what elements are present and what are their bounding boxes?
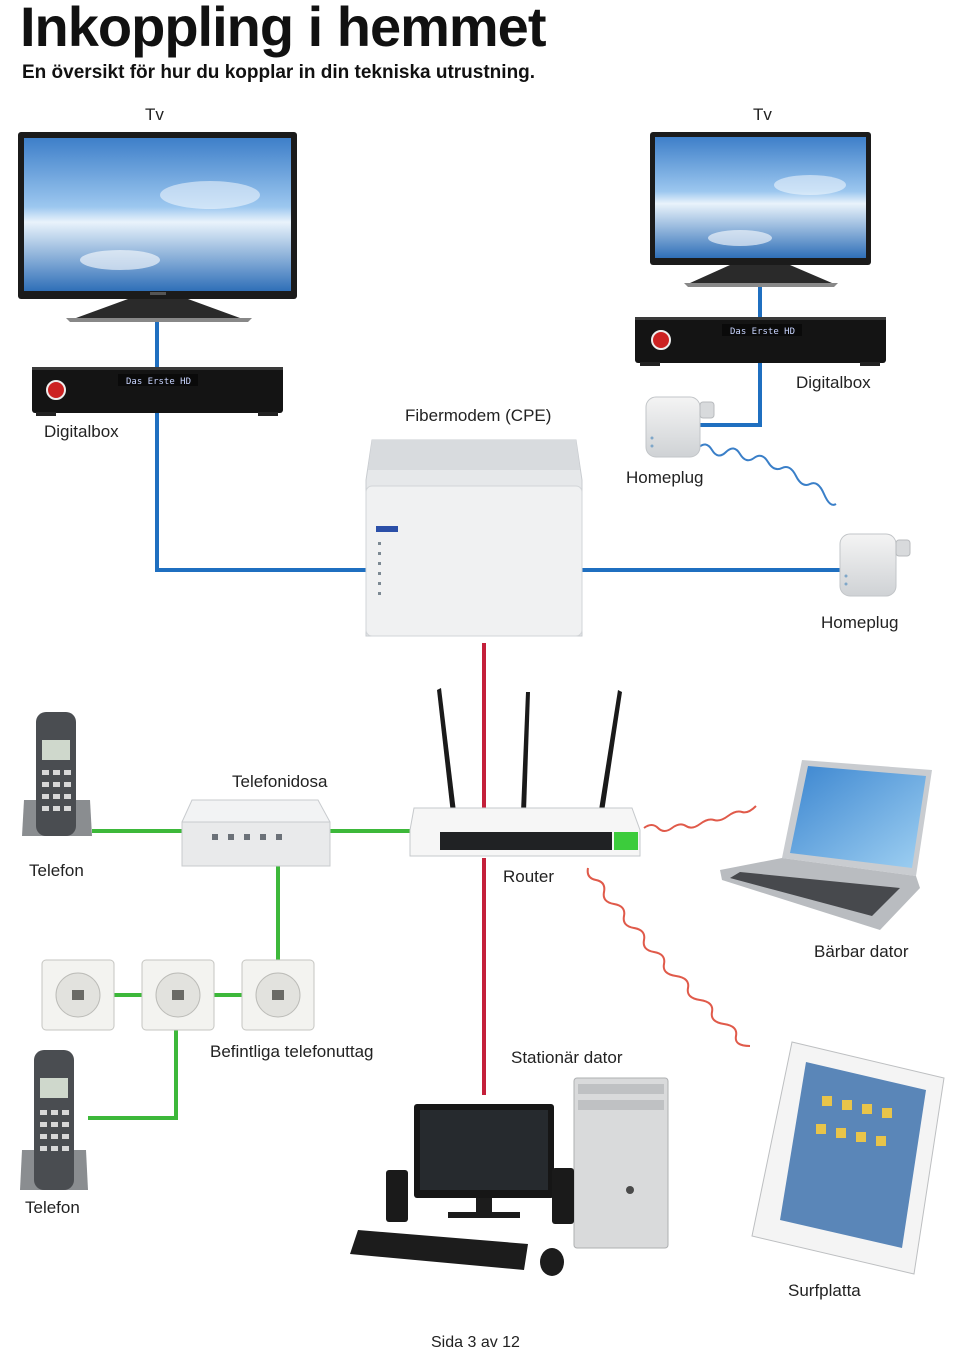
fibermodem-cpe: [365, 439, 583, 637]
digitalbox-right: Das Erste HD: [635, 317, 886, 366]
label-router: Router: [503, 867, 555, 886]
barbar-dator: [720, 760, 932, 930]
tv-cable-left: [155, 305, 366, 572]
label-homeplug-bottom: Homeplug: [821, 613, 899, 632]
telefonidosa: [181, 799, 331, 867]
label-homeplug-top: Homeplug: [626, 468, 704, 487]
page-number: Sida 3 av 12: [431, 1334, 520, 1351]
telefon-bottom: [20, 1050, 88, 1190]
label-befintliga-telefonuttag: Befintliga telefonuttag: [210, 1042, 374, 1061]
phone-cables: [88, 829, 410, 1120]
telefonuttag-3: [241, 959, 315, 1031]
label-digitalbox-right: Digitalbox: [796, 373, 871, 392]
digitalbox-left-display: Das Erste HD: [126, 377, 191, 387]
label-telefon-top: Telefon: [29, 861, 84, 880]
homeplug-bottom: [839, 533, 911, 597]
label-fibermodem: Fibermodem (CPE): [405, 406, 552, 425]
router: [409, 688, 641, 857]
stationar-dator: [350, 1077, 669, 1276]
tv-right: [650, 132, 871, 287]
telefonuttag-2: [141, 959, 215, 1031]
label-surfplatta: Surfplatta: [788, 1281, 861, 1300]
homeplug-top: [645, 396, 715, 458]
telefonuttag-1: [41, 959, 115, 1031]
page-title: Inkoppling i hemmet: [20, 0, 546, 58]
telefon-top: [22, 712, 92, 836]
label-barbar-dator: Bärbar dator: [814, 942, 909, 961]
surfplatta: [751, 1041, 945, 1275]
wireless-signals: [586, 443, 837, 1047]
page-subtitle: En översikt för hur du kopplar in din te…: [22, 62, 536, 83]
label-telefonidosa: Telefonidosa: [232, 772, 328, 791]
label-digitalbox-left: Digitalbox: [44, 422, 119, 441]
label-stationar-dator: Stationär dator: [511, 1048, 623, 1067]
label-tv-right: Tv: [753, 105, 772, 124]
digitalbox-left: Das Erste HD: [32, 367, 283, 416]
label-telefon-bottom: Telefon: [25, 1198, 80, 1217]
tv-left: [18, 132, 297, 322]
label-tv-left: Tv: [145, 105, 164, 124]
digitalbox-right-display: Das Erste HD: [730, 327, 795, 337]
